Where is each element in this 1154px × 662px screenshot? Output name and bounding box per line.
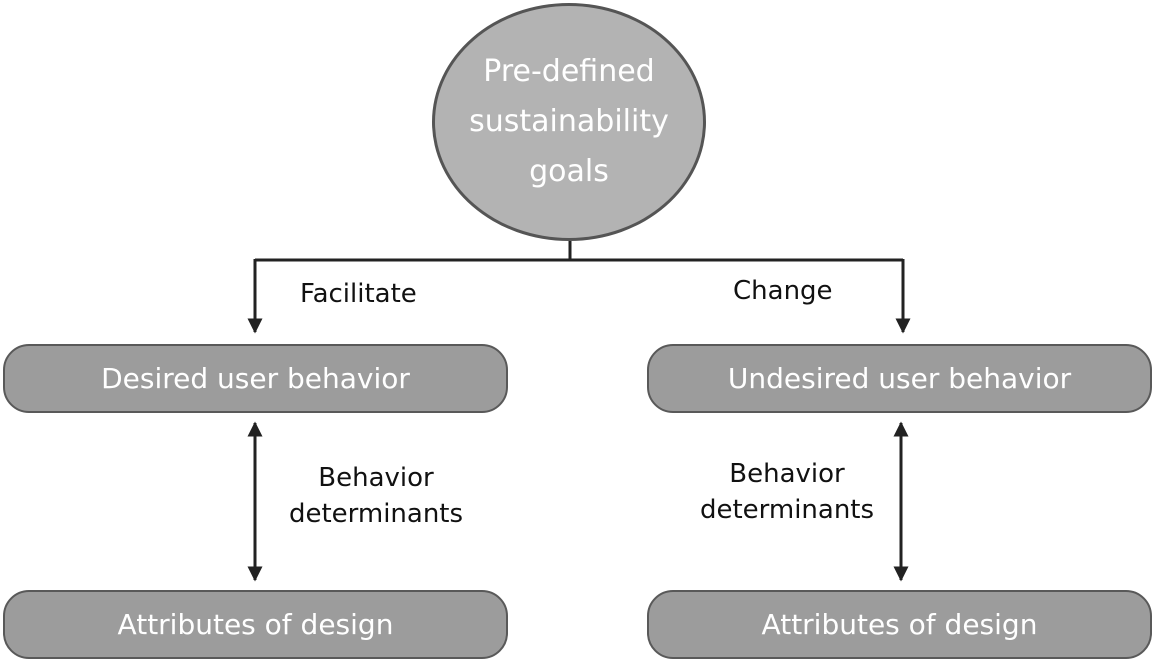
left-determinants-label: Behavior determinants	[288, 463, 464, 529]
facilitate-label: Facilitate	[300, 279, 417, 309]
sustainability-goals-label: Pre-defined sustainability goals	[469, 54, 669, 189]
change-label: Change	[733, 276, 833, 306]
left-design-attributes-node: Attributes of design	[3, 590, 508, 659]
right-design-attributes-node: Attributes of design	[647, 590, 1152, 659]
right-determinants-label: Behavior determinants	[699, 459, 875, 525]
undesired-behavior-node: Undesired user behavior	[647, 344, 1152, 413]
sustainability-goals-node: Pre-defined sustainability goals	[432, 3, 706, 241]
desired-behavior-node: Desired user behavior	[3, 344, 508, 413]
